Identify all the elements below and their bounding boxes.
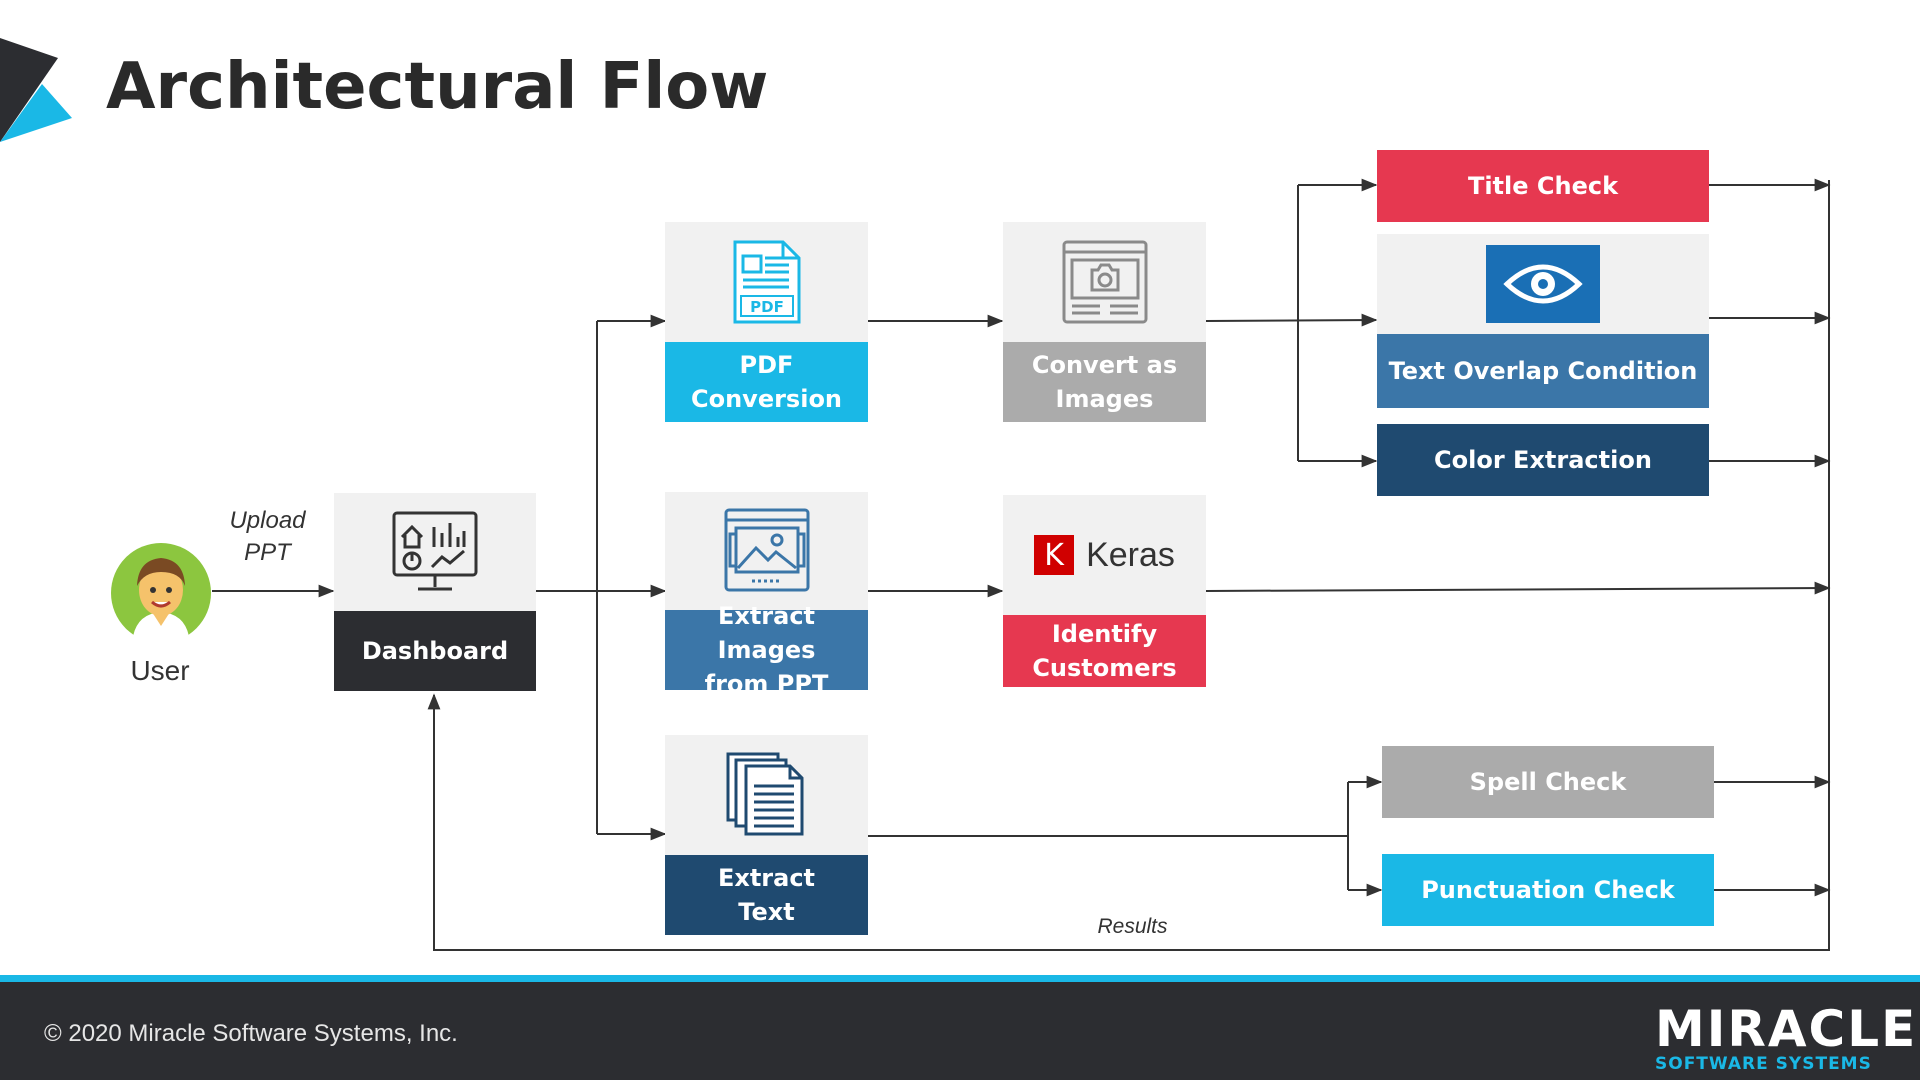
camera-window-icon	[1062, 240, 1147, 324]
extract-text-node	[665, 735, 868, 855]
corner-decoration	[0, 38, 72, 142]
spell-check-box: Spell Check	[1382, 746, 1714, 818]
page-title: Architectural Flow	[106, 50, 769, 124]
identify-customers-label: Identify Customers	[1003, 615, 1206, 687]
title-check-box: Title Check	[1377, 150, 1709, 222]
documents-icon	[726, 752, 803, 836]
company-logo: MIRACLE	[1655, 1000, 1918, 1058]
company-logo-subtitle: SOFTWARE SYSTEMS	[1655, 1054, 1872, 1074]
text-overlap-node	[1377, 234, 1709, 334]
pdf-conversion-label: PDF Conversion	[665, 342, 868, 422]
extract-images-label: Extract Images from PPT	[665, 602, 868, 698]
copyright-text: © 2020 Miracle Software Systems, Inc.	[44, 1020, 458, 1047]
keras-logo-icon: K	[1034, 535, 1075, 575]
extract-images-node	[665, 492, 868, 610]
pdf-icon-text: PDF	[750, 298, 784, 316]
dashboard-monitor-icon	[392, 511, 478, 591]
results-note: Results	[1097, 915, 1168, 938]
arrow-convert-overlap	[1205, 313, 1378, 327]
user-label: User	[130, 655, 190, 686]
keras-node: K Keras	[1003, 495, 1206, 615]
text-overlap-label: Text Overlap Condition	[1377, 334, 1709, 408]
keras-logo-text: Keras	[1086, 535, 1175, 574]
punctuation-check-box: Punctuation Check	[1382, 854, 1714, 926]
image-gallery-icon	[724, 508, 809, 592]
dashboard-node	[334, 493, 536, 611]
eye-icon	[1503, 264, 1583, 304]
user-avatar-icon	[111, 543, 211, 644]
color-extraction-box: Color Extraction	[1377, 424, 1709, 496]
upload-ppt-note: Upload PPT	[229, 507, 306, 566]
eye-icon-tile	[1486, 245, 1600, 323]
convert-images-label: Convert as Images	[1003, 342, 1206, 422]
pdf-conversion-node: PDF	[665, 222, 868, 342]
dashboard-label: Dashboard	[334, 611, 536, 691]
footer: © 2020 Miracle Software Systems, Inc. MI…	[0, 975, 1920, 1080]
convert-images-node	[1003, 222, 1206, 342]
arrow-results-dashboard	[427, 180, 1830, 951]
extract-text-label: Extract Text	[665, 855, 868, 935]
pdf-file-icon: PDF	[733, 240, 800, 324]
